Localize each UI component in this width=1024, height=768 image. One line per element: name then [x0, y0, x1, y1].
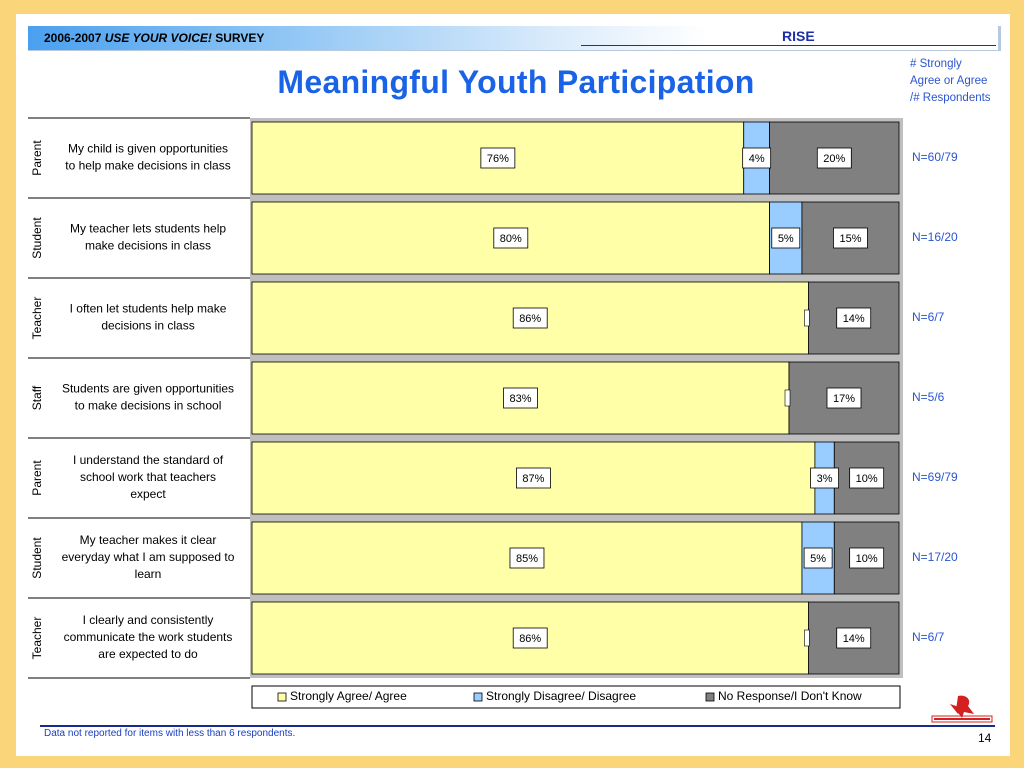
survey-year: 2006-2007 [44, 31, 102, 45]
data-label: 4% [749, 153, 765, 165]
data-label-box [512, 307, 548, 329]
data-label: 86% [519, 633, 541, 645]
program-label: RISE [782, 28, 815, 44]
data-label: 14% [843, 313, 865, 325]
respondents-note-line-2: Agree or Agree [910, 75, 988, 87]
respondent-count: N=60/79 [912, 150, 958, 164]
data-label-box [516, 467, 551, 489]
legend-label: Strongly Agree/ Agree [290, 689, 407, 703]
respondents-note-line-3: /# Respondents [910, 92, 991, 104]
program-underline [581, 45, 996, 46]
survey-suffix: SURVEY [215, 31, 265, 45]
data-label-box [816, 147, 852, 169]
stacked-bar-chart: Parent My child is given opportunities to … [28, 117, 958, 709]
data-label: 83% [509, 393, 531, 405]
question-text: Students are given opportunities [62, 382, 234, 396]
data-label: 17% [833, 393, 855, 405]
data-label-box [803, 547, 833, 569]
data-label-box [836, 627, 872, 649]
data-label: 5% [778, 233, 794, 245]
question-text: are expected to do [98, 647, 198, 661]
survey-name: USE YOUR VOICE! [104, 31, 212, 45]
data-label-box [849, 547, 885, 569]
data-label-box [509, 547, 545, 569]
slide: 2006-2007 USE YOUR VOICE! SURVEY RISE Me… [16, 14, 1010, 756]
respondent-count: N=5/6 [912, 390, 945, 404]
header-bar: 2006-2007 USE YOUR VOICE! SURVEY RISE [28, 26, 1001, 51]
question-text: expect [130, 487, 166, 501]
data-label: 86% [519, 313, 541, 325]
respondent-count: N=17/20 [912, 550, 958, 564]
group-label: Student [30, 217, 44, 259]
data-label: 87% [522, 473, 544, 485]
data-label-box [836, 307, 872, 329]
group-label: Student [30, 537, 44, 579]
question-text: school work that teachers [80, 470, 216, 484]
data-label-box [833, 227, 868, 249]
data-label: 14% [843, 633, 865, 645]
data-label: 15% [839, 233, 861, 245]
disagree-zero-marker [804, 309, 810, 327]
question-text: to help make decisions in class [65, 159, 230, 173]
respondent-count: N=69/79 [912, 470, 958, 484]
respondent-count: N=16/20 [912, 230, 958, 244]
data-label-box [480, 147, 516, 169]
disagree-zero-marker [804, 629, 810, 647]
data-label: 20% [823, 153, 845, 165]
group-label: Staff [30, 385, 44, 410]
group-label: Parent [30, 140, 44, 176]
legend-label: No Response/I Don't Know [718, 689, 862, 703]
legend-swatch [705, 692, 715, 702]
question-text: to make decisions in school [75, 399, 222, 413]
data-label-box [849, 467, 885, 489]
question-text: communicate the work students [64, 630, 233, 644]
survey-title: 2006-2007 USE YOUR VOICE! SURVEY [44, 31, 264, 45]
data-label-box [826, 387, 862, 409]
group-label: Teacher [30, 617, 44, 660]
question-text: decisions in class [101, 319, 194, 333]
respondent-count: N=6/7 [912, 630, 945, 644]
data-label: 76% [487, 153, 509, 165]
footnote: Data not reported for items with less th… [44, 728, 296, 739]
disagree-zero-marker [784, 389, 791, 407]
question-text: make decisions in class [85, 239, 211, 253]
question-text: My child is given opportunities [68, 142, 228, 156]
group-label: Teacher [30, 297, 44, 340]
data-label: 10% [856, 553, 878, 565]
respondent-count: N=6/7 [912, 310, 945, 324]
question-text: My teacher lets students help [70, 222, 226, 236]
data-label: 80% [500, 233, 522, 245]
data-label: 5% [810, 553, 826, 565]
data-label-box [493, 227, 529, 249]
data-label: 85% [516, 553, 538, 565]
question-text: I clearly and consistently [83, 613, 214, 627]
question-text: everyday what I am supposed to [62, 550, 235, 564]
data-label-box [810, 467, 839, 489]
data-label: 3% [817, 473, 833, 485]
question-text: I understand the standard of [73, 453, 224, 467]
group-label: Parent [30, 460, 44, 496]
data-label-box [742, 147, 772, 169]
chart-title: Meaningful Youth Participation [277, 64, 755, 100]
legend-box [251, 685, 901, 709]
respondents-note-line-1: # Strongly [910, 58, 962, 70]
legend-swatch [277, 692, 287, 702]
legend-swatch [473, 692, 483, 702]
question-text: My teacher makes it clear [80, 533, 217, 547]
expect-success-logo-icon [931, 695, 993, 723]
data-label: 10% [856, 473, 878, 485]
question-text: learn [135, 567, 162, 581]
page-number: 14 [978, 731, 992, 745]
data-label-box [503, 387, 538, 409]
data-label-box [512, 627, 548, 649]
data-label-box [771, 227, 801, 249]
footer-divider [40, 725, 995, 727]
legend-label: Strongly Disagree/ Disagree [486, 689, 636, 703]
respondents-note: # Strongly Agree or Agree /# Respondents [910, 56, 991, 107]
question-text: I often let students help make [70, 302, 227, 316]
